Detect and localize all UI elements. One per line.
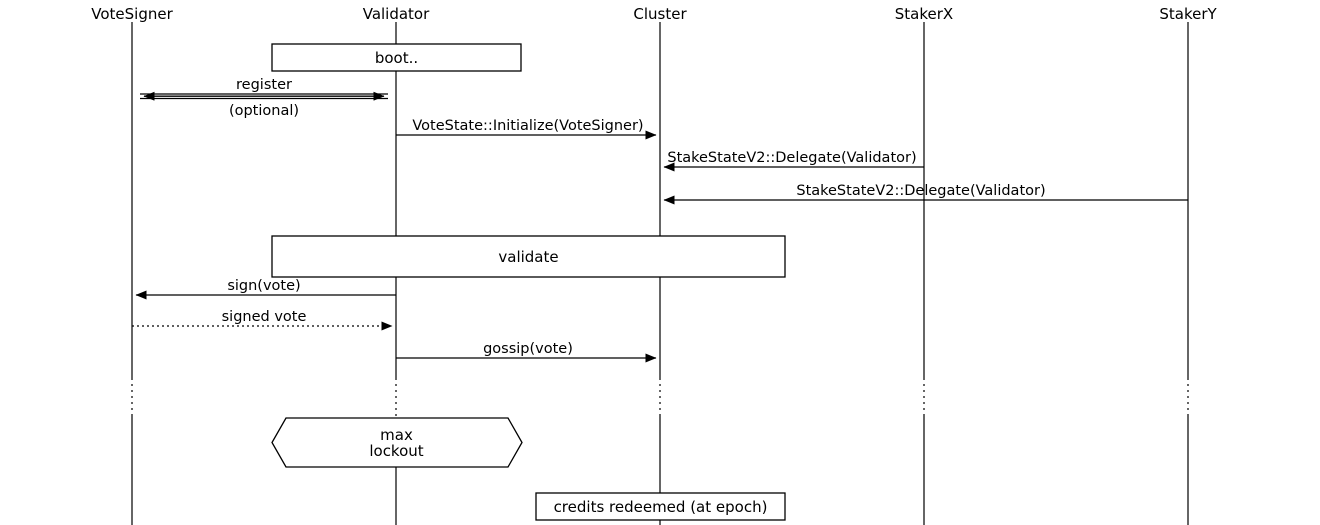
message-stakerx-delegate-label: StakeStateV2::Delegate(Validator) [667,150,916,166]
box-validate-rect [271,235,786,278]
message-register-label: register [236,77,292,93]
message-stakery-delegate-label: StakeStateV2::Delegate(Validator) [796,183,1045,199]
participant-label-stakery: StakerY [1159,5,1217,23]
participant-label-cluster: Cluster [633,5,687,23]
box-credits-redeemed-rect [535,492,786,521]
box-max-lockout-shape [271,417,523,468]
message-register[interactable]: register (optional) [140,77,388,119]
message-stakery-delegate[interactable]: StakeStateV2::Delegate(Validator) [663,183,1188,205]
box-validate[interactable]: validate [271,235,786,278]
participant-votesigner[interactable]: VoteSigner [91,5,174,525]
box-validate-label: validate [498,248,558,266]
message-sign-vote-label: sign(vote) [227,278,300,294]
message-vote-state-initialize[interactable]: VoteState::Initialize(VoteSigner) [396,118,657,140]
box-boot-rect [271,43,522,72]
box-max-lockout-label-line2: lockout [369,442,423,460]
message-sign-vote[interactable]: sign(vote) [135,278,396,300]
participant-validator[interactable]: Validator [363,5,430,525]
participant-label-votesigner: VoteSigner [91,5,173,23]
participant-label-stakerx: StakerX [895,5,953,23]
box-credits-redeemed-label: credits redeemed (at epoch) [554,498,768,516]
participant-stakery[interactable]: StakerY [1159,5,1217,525]
box-boot-label: boot.. [375,49,418,67]
message-vote-state-initialize-label: VoteState::Initialize(VoteSigner) [412,118,643,134]
participant-stakerx[interactable]: StakerX [895,5,953,525]
message-stakerx-delegate[interactable]: StakeStateV2::Delegate(Validator) [663,150,924,172]
box-boot[interactable]: boot.. [271,43,522,72]
participant-label-validator: Validator [363,5,430,23]
message-signed-vote-label: signed vote [222,309,307,325]
participant-cluster[interactable]: Cluster [633,5,687,525]
box-max-lockout[interactable]: max lockout [271,417,523,468]
box-max-lockout-label-line1: max [380,426,413,444]
message-register-sublabel: (optional) [229,103,299,119]
box-credits-redeemed[interactable]: credits redeemed (at epoch) [535,492,786,521]
message-gossip-vote-label: gossip(vote) [483,341,573,357]
message-signed-vote[interactable]: signed vote [132,309,393,331]
message-gossip-vote[interactable]: gossip(vote) [396,341,657,363]
